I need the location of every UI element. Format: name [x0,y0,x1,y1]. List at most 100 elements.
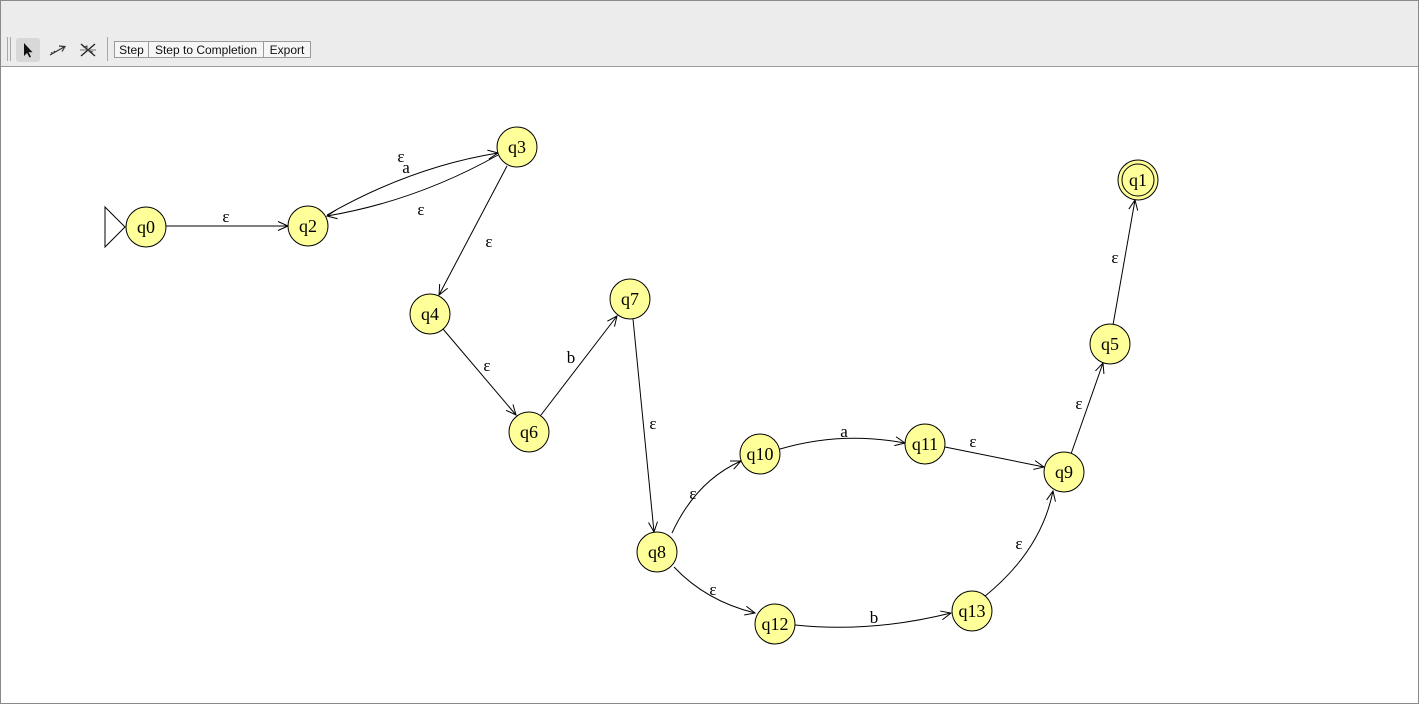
transition-edge[interactable] [1112,200,1135,326]
state-q6[interactable]: q6 [508,411,550,453]
deleter-tool[interactable] [76,38,100,62]
transition[interactable]: b [794,608,951,628]
state-circle[interactable] [409,293,451,335]
transition[interactable]: ε [439,165,508,295]
state-q13[interactable]: q13 [951,590,993,632]
transition[interactable]: ε [1070,363,1103,455]
final-state-ring [1121,163,1155,197]
state-label: q13 [959,601,986,621]
transition-edge[interactable] [326,153,498,216]
transition[interactable]: ε [1111,200,1135,326]
state-label: q10 [747,444,774,464]
transition-label: ε [397,147,404,166]
state-circle[interactable] [1117,159,1159,201]
state-circle[interactable] [951,590,993,632]
transition-label: a [402,158,410,177]
state-label: q3 [508,137,526,157]
toolbar: Step Step to Completion Export [1,1,1418,67]
state-q0[interactable]: q0 [125,206,167,248]
transition-arrow-icon [49,45,67,56]
state-q3[interactable]: q3 [496,126,538,168]
state-q4[interactable]: q4 [409,293,451,335]
state-circle[interactable] [1043,451,1085,493]
transition[interactable]: ε [166,207,288,226]
transition[interactable]: ε [944,432,1044,467]
state-q9[interactable]: q9 [1043,451,1085,493]
transition-edge[interactable] [794,613,951,628]
state-label: q8 [648,542,666,562]
state-label: q4 [421,304,439,324]
transition[interactable]: ε [983,491,1053,598]
transition[interactable]: a [326,153,498,216]
state-circle[interactable] [609,278,651,320]
state-q5[interactable]: q5 [1089,323,1131,365]
state-circle[interactable] [904,423,946,465]
state-circle[interactable] [636,531,678,573]
state-label: q7 [621,289,639,309]
transition-edge[interactable] [779,438,905,450]
transition-label: ε [1015,534,1022,553]
transition-edge[interactable] [673,566,755,613]
transition-label: a [840,422,848,441]
state-q12[interactable]: q12 [754,603,796,645]
automaton-canvas[interactable]: ε a ε ε ε b ε [1,67,1418,703]
state-label: q12 [762,614,789,634]
transition-label: b [567,348,576,367]
state-q2[interactable]: q2 [287,205,329,247]
transition-label: ε [969,432,976,451]
initial-state-marker [104,205,126,249]
pointer-arrow-icon [24,43,33,58]
transition-edge[interactable] [540,316,617,416]
deleter-icon [80,43,96,57]
transition-edge[interactable] [439,165,508,295]
transition-edge[interactable] [983,491,1053,598]
transition-label: ε [649,414,656,433]
state-q11[interactable]: q11 [904,423,946,465]
transition-creator-tool[interactable] [46,38,70,62]
transition[interactable]: ε [632,318,657,532]
state-label: q2 [299,216,317,236]
state-q7[interactable]: q7 [609,278,651,320]
transition[interactable]: b [540,316,617,416]
state-label: q6 [520,422,538,442]
transition-edge[interactable] [632,318,654,532]
transition[interactable]: ε [671,461,741,534]
toolbar-grip [10,37,11,61]
transition-label: ε [417,200,424,219]
transition[interactable]: ε [327,154,499,219]
state-label: q5 [1101,334,1119,354]
transition-edge[interactable] [944,446,1044,467]
transition[interactable]: a [779,422,905,450]
transition-label: ε [1111,248,1118,267]
toolbar-grip [7,37,8,61]
transition-label: ε [689,484,696,503]
toolbar-separator [107,37,108,61]
state-label: q0 [137,217,155,237]
state-circle[interactable] [754,603,796,645]
state-q1-final[interactable]: q1 [1117,159,1159,201]
transition[interactable]: ε [673,566,755,613]
attribute-editor-tool[interactable] [16,38,40,62]
transition-edge[interactable] [327,154,499,216]
state-circle[interactable] [508,411,550,453]
state-q10[interactable]: q10 [739,433,781,475]
transition-label: ε [1075,394,1082,413]
transition[interactable]: ε [442,328,516,415]
export-button[interactable]: Export [263,41,311,58]
state-circle[interactable] [496,126,538,168]
state-circle[interactable] [287,205,329,247]
state-circle[interactable] [125,206,167,248]
transition-edge[interactable] [671,461,741,534]
transition-edge[interactable] [1070,363,1103,455]
transition-label: ε [709,580,716,599]
state-label: q1 [1129,170,1147,190]
state-circle[interactable] [1089,323,1131,365]
state-circle[interactable] [739,433,781,475]
transition-label: ε [485,232,492,251]
state-q8[interactable]: q8 [636,531,678,573]
transition-edge[interactable] [442,328,516,415]
state-label: q9 [1055,462,1073,482]
transition-label: ε [483,356,490,375]
